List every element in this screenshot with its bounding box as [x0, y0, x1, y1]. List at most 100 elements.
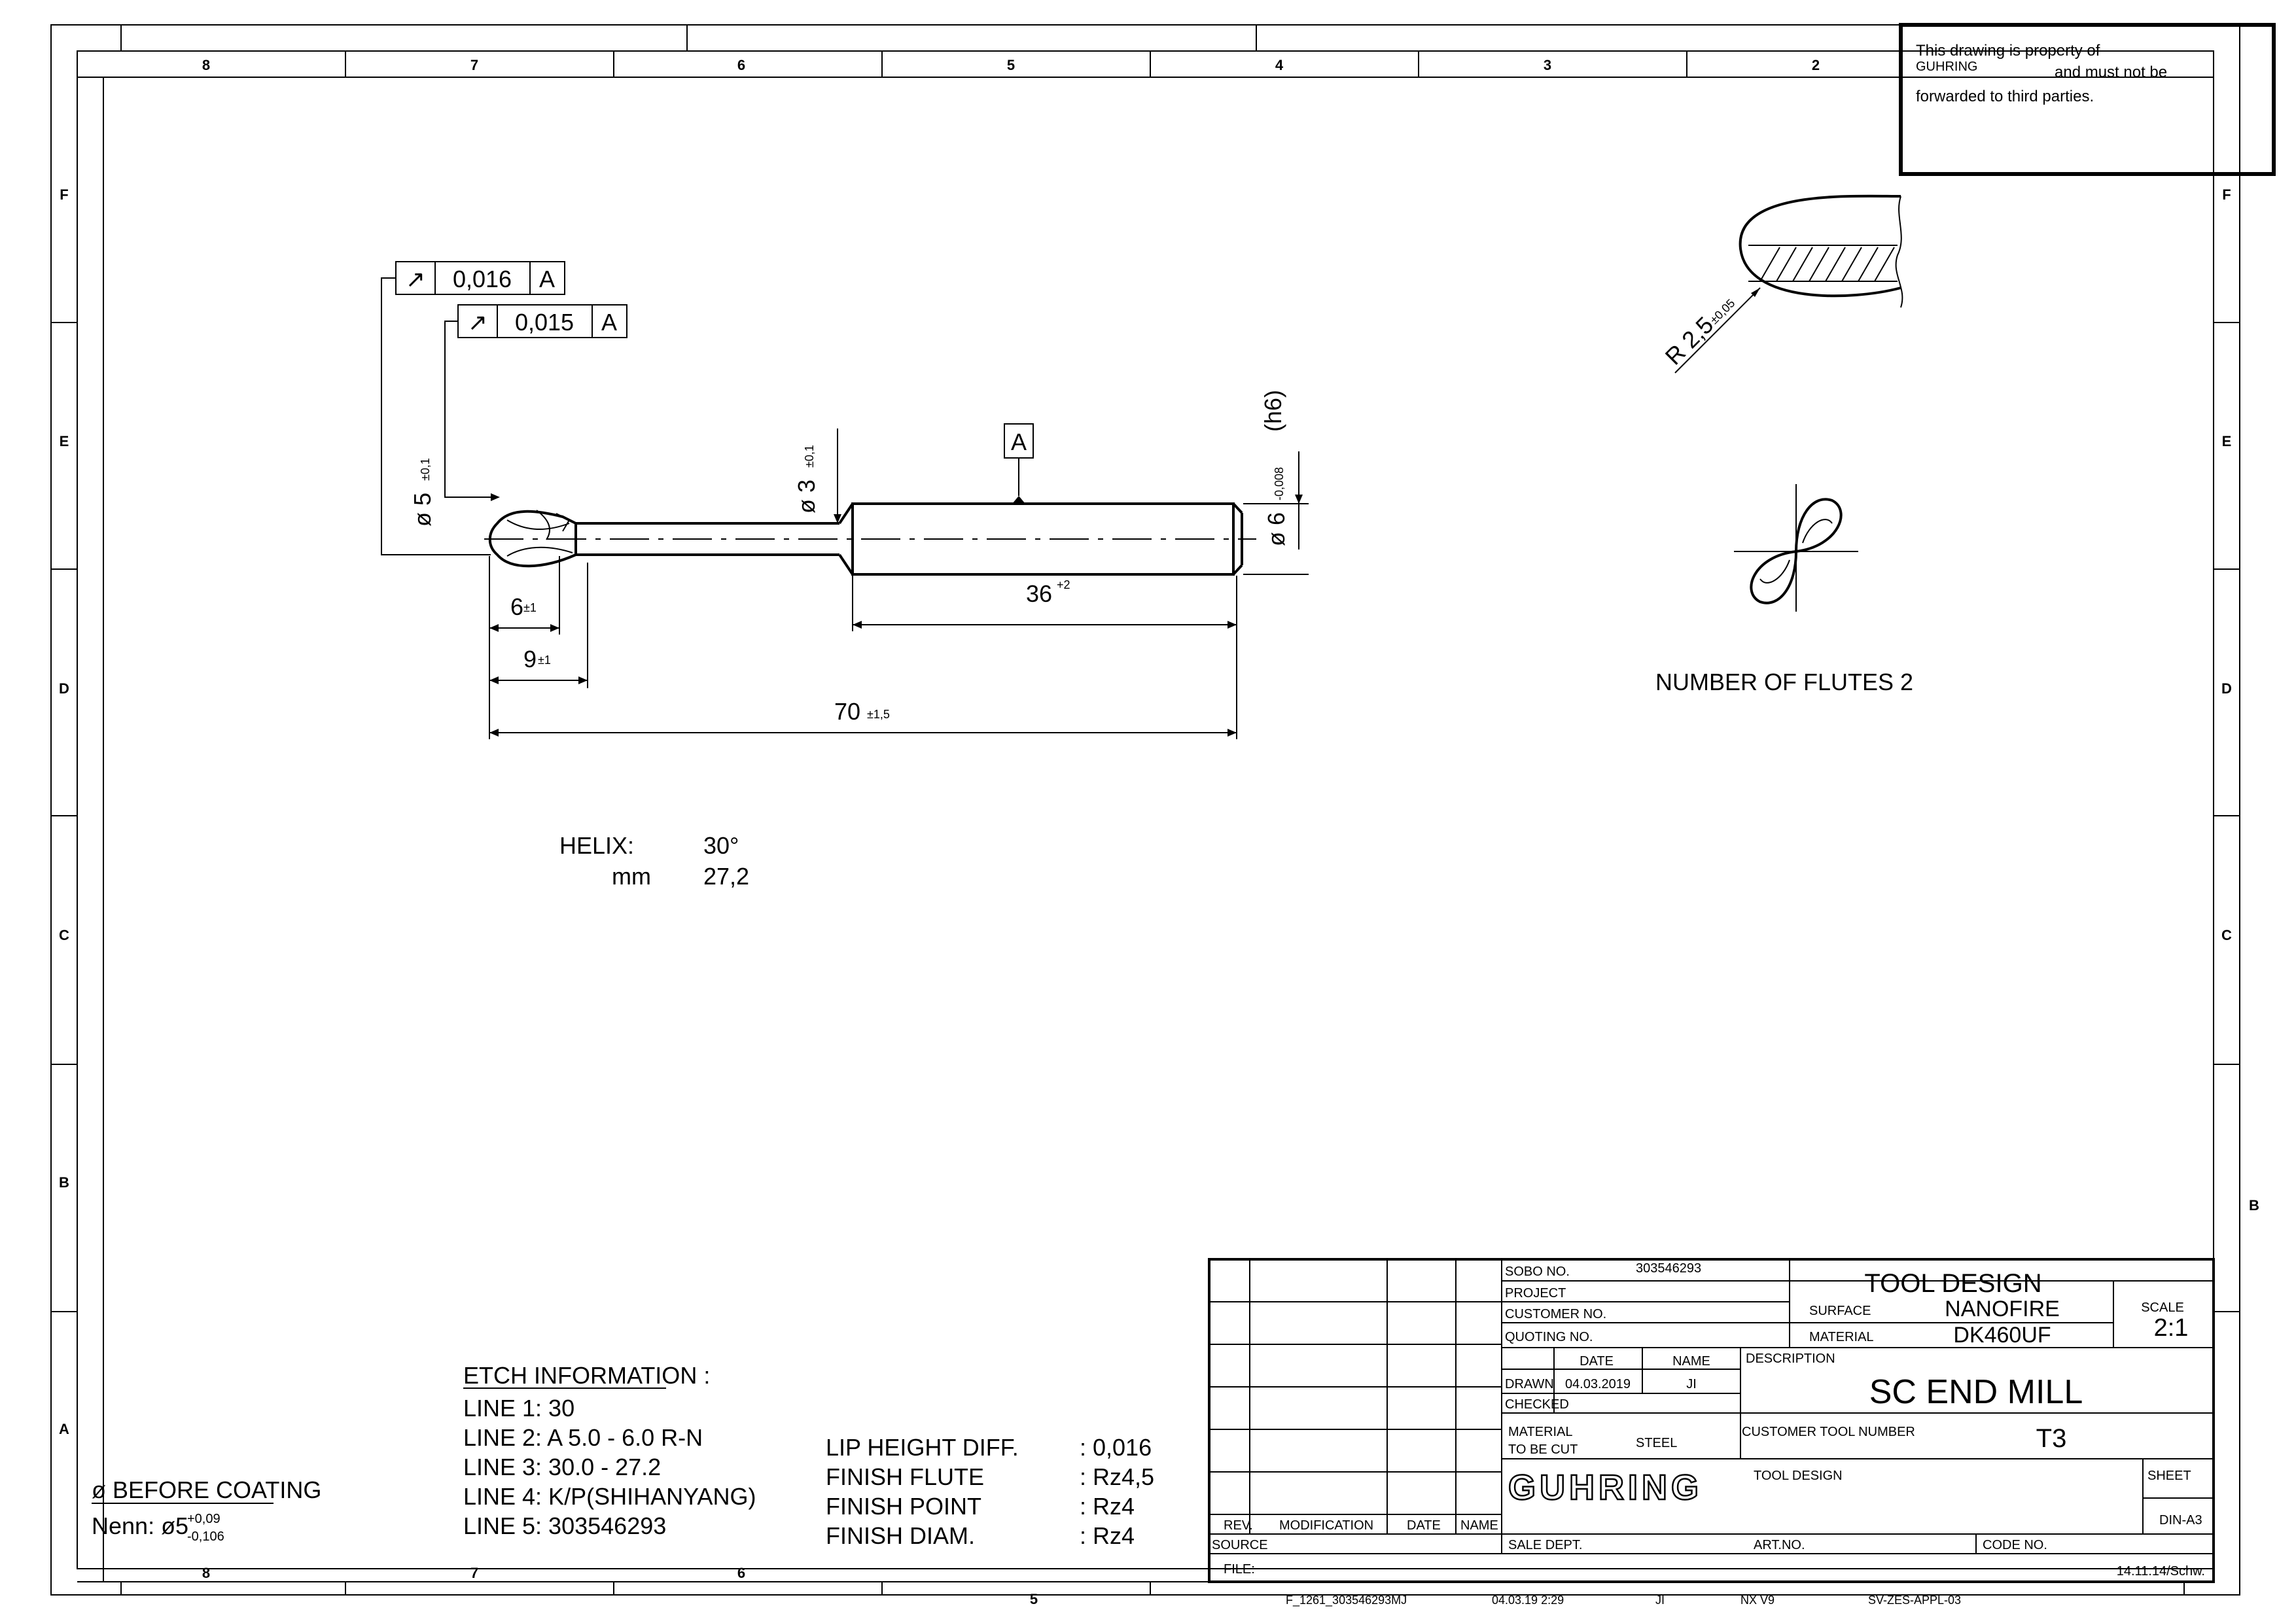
- tb-customer-no: CUSTOMER NO.: [1505, 1307, 1606, 1321]
- tb-project: PROJECT: [1505, 1286, 1566, 1300]
- finish-value-4: : Rz4: [1080, 1522, 1135, 1549]
- tb-surface-value: NANOFIRE: [1945, 1297, 2060, 1321]
- tb-drawn: DRAWN: [1505, 1377, 1554, 1391]
- dim-len6: 6: [510, 593, 523, 620]
- finish-value-2: : Rz4,5: [1080, 1463, 1154, 1490]
- dim-radius: R 2,5 ±0,05: [1660, 296, 1738, 370]
- row-label-right-F: F: [2222, 186, 2231, 203]
- tb-material-value: STEEL: [1636, 1436, 1677, 1450]
- leader-arrow: [491, 493, 500, 501]
- tb-customer-tool-value: T3: [2036, 1424, 2067, 1453]
- tb-rev: REV.: [1224, 1518, 1253, 1533]
- tb-sale-dept: SALE DEPT.: [1508, 1538, 1582, 1552]
- finish-label-3: FINISH POINT: [826, 1493, 981, 1520]
- tb-stamp: 14.11.14/Schw.: [2117, 1564, 2205, 1579]
- helix-unit: mm: [612, 863, 651, 890]
- dim-len36-tol: +2: [1057, 578, 1070, 591]
- finish-label-2: FINISH FLUTE: [826, 1463, 984, 1490]
- dim-dia6-text: ø 6: [1263, 512, 1290, 546]
- tb-format: DIN-A3: [2159, 1513, 2202, 1527]
- dim-dia6-tol: -0,008: [1273, 467, 1286, 500]
- ownership-line1: This drawing is property of: [1916, 42, 2100, 60]
- tb-description-value: SC END MILL: [1869, 1373, 2083, 1411]
- tb-quoting-no: QUOTING NO.: [1505, 1330, 1593, 1344]
- tb-description-label: DESCRIPTION: [1746, 1352, 1835, 1366]
- footer-template: SV-ZES-APPL-03: [1868, 1594, 1961, 1607]
- col-label-3: 3: [1544, 57, 1551, 73]
- dim-len36: 36: [1026, 580, 1052, 607]
- tb-checked: CHECKED: [1505, 1397, 1569, 1412]
- tb-name: NAME: [1460, 1518, 1498, 1533]
- runout-icon: ↗: [468, 309, 487, 336]
- footer-file-name: F_1261_303546293MJ: [1286, 1594, 1407, 1607]
- tolerance-value-2: 0,015: [515, 309, 574, 336]
- col-label-4: 4: [1275, 57, 1284, 73]
- helix-value: 27,2: [703, 863, 749, 890]
- etch-line-3: LINE 3: 30.0 - 27.2: [463, 1454, 661, 1480]
- tb-modification: MODIFICATION: [1279, 1518, 1373, 1533]
- tb-code-no: CODE NO.: [1983, 1538, 2047, 1552]
- finish-value-3: : Rz4: [1080, 1493, 1135, 1520]
- tolerance-datum-1: A: [539, 266, 555, 292]
- dim-len70-tol: ±1,5: [867, 708, 890, 721]
- row-label-right-B: B: [2249, 1197, 2259, 1213]
- tb-file: FILE:: [1224, 1562, 1255, 1577]
- col-label-bottom-6: 6: [737, 1565, 745, 1581]
- finish-value-1: : 0,016: [1080, 1434, 1152, 1461]
- finish-label-4: FINISH DIAM.: [826, 1522, 975, 1549]
- dim-dia5: ø 5 ±0,1: [409, 458, 436, 527]
- dim-len9-tol: ±1: [538, 654, 551, 667]
- title-block: [1208, 1258, 2215, 1583]
- helix-angle: 30°: [703, 832, 739, 859]
- tolerance-frame-2: ↗ 0,015 A: [457, 304, 627, 338]
- row-label-B: B: [59, 1174, 69, 1191]
- col-label-6: 6: [737, 57, 745, 73]
- tb-tool-design-title: TOOL DESIGN: [1864, 1269, 2041, 1298]
- before-coating-upper: +0,09: [187, 1512, 221, 1526]
- tolerance-datum-2: A: [601, 309, 617, 336]
- datum-label: A: [1011, 428, 1027, 455]
- before-coating-nenn: Nenn: ø5: [92, 1512, 188, 1539]
- tolerance-value-1: 0,016: [453, 266, 512, 292]
- col-label-bottom-7: 7: [470, 1565, 478, 1581]
- etch-title: ETCH INFORMATION :: [463, 1362, 710, 1389]
- tb-logo: GUHRING: [1508, 1468, 1703, 1507]
- ownership-note: This drawing is property of GUHRING and …: [1899, 23, 2276, 176]
- dimension-lines: [381, 428, 1309, 739]
- tb-sheet-label: SHEET: [2147, 1469, 2191, 1483]
- row-label-E: E: [60, 433, 69, 449]
- tb-scale-value: 2:1: [2154, 1314, 2189, 1342]
- col-label-8: 8: [202, 57, 210, 73]
- tb-scale-label: SCALE: [2141, 1300, 2184, 1315]
- col-label-bottom-5: 5: [1030, 1591, 1038, 1607]
- row-label-right-D: D: [2221, 680, 2232, 697]
- dim-dia3-text: ø 3: [793, 480, 820, 514]
- tolerance-leader-2: [444, 321, 491, 498]
- footer-user: JI: [1655, 1594, 1665, 1607]
- row-label-right-E: E: [2222, 433, 2232, 449]
- row-label-F: F: [60, 186, 68, 203]
- before-coating-title: ø BEFORE COATING: [92, 1476, 321, 1503]
- before-coating-lower: -0,106: [187, 1529, 224, 1544]
- datum-marker: A: [1004, 423, 1034, 504]
- dim-radius-tol: ±0,05: [1707, 296, 1737, 326]
- ownership-line2: and must not be: [2055, 63, 2167, 81]
- etch-line-5: LINE 5: 303546293: [463, 1512, 666, 1539]
- row-label-right-C: C: [2221, 927, 2232, 943]
- row-label-A: A: [59, 1421, 69, 1437]
- footer-timestamp: 04.03.19 2:29: [1492, 1594, 1564, 1607]
- col-label-2: 2: [1812, 57, 1820, 73]
- end-mill-side-view: [484, 502, 1256, 576]
- tb-drawn-name: JI: [1686, 1377, 1697, 1391]
- tb-date: DATE: [1407, 1518, 1441, 1533]
- ownership-company: GUHRING: [1916, 60, 1977, 74]
- tb-surface-label: SURFACE: [1809, 1304, 1871, 1318]
- tb-art-no: ART.NO.: [1754, 1538, 1805, 1552]
- dim-dia6-fit: (h6): [1260, 390, 1286, 432]
- tb-tool-design-label: TOOL DESIGN: [1754, 1469, 1843, 1483]
- dim-dia6: ø 6 -0,008 (h6): [1260, 390, 1290, 546]
- runout-icon: ↗: [406, 266, 425, 292]
- tb-date-col: DATE: [1580, 1354, 1614, 1369]
- tb-material2-value: DK460UF: [1953, 1323, 2051, 1348]
- tb-sobo-value: 303546293: [1636, 1261, 1701, 1276]
